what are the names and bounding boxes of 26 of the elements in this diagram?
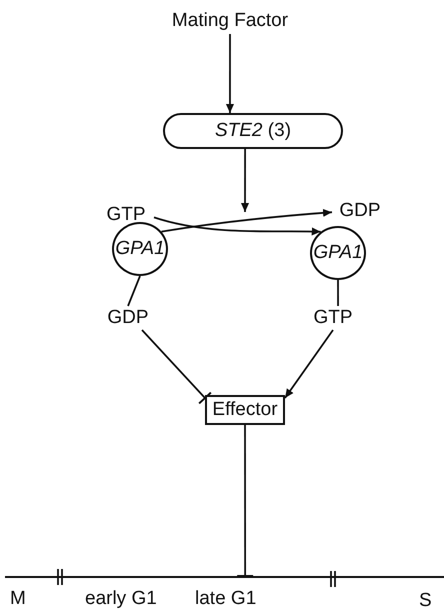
text-label: GDP [100, 306, 156, 330]
phase-label: early G1 [85, 588, 157, 610]
inhibition-line [141, 329, 212, 404]
phase-label: S [419, 590, 432, 610]
arrow [284, 329, 334, 399]
text-label: GTP [98, 203, 154, 227]
inhibition-line [236, 425, 254, 577]
arrow [161, 208, 332, 233]
phase-label: M [10, 588, 26, 610]
label-text: STE2 (3) [214, 120, 292, 142]
text-label: Mating Factor [160, 8, 300, 34]
text-label: GDP [332, 199, 388, 223]
arrow [240, 149, 250, 212]
arrow [154, 216, 321, 236]
label-text: GPA1 [313, 242, 363, 264]
receptor-pill [163, 113, 343, 149]
connector-line [337, 280, 339, 306]
arrow [226, 34, 234, 113]
phase-label: late G1 [195, 588, 256, 610]
label-text: GPA1 [115, 238, 165, 260]
text-label: GTP [305, 306, 361, 330]
cell-cycle-line [5, 576, 444, 578]
protein-circle [310, 226, 366, 280]
effector-box [205, 395, 285, 425]
connector-line [127, 276, 141, 306]
label-text: Effector [212, 399, 278, 421]
